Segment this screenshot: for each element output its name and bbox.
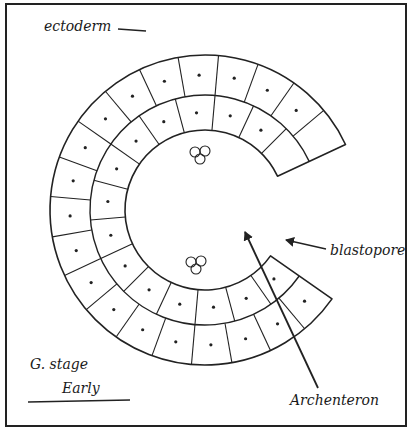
cell-wall [52, 230, 91, 237]
cell-nucleus [115, 167, 118, 170]
underline [28, 400, 130, 402]
cell-nucleus [69, 214, 72, 217]
cell-wall [175, 99, 184, 133]
cell-nucleus [124, 264, 127, 267]
cell-nucleus [209, 343, 212, 346]
layer-label: ectoderm [44, 18, 111, 35]
cell-wall [86, 284, 117, 310]
cell-nucleus [163, 80, 166, 83]
cell-nucleus [72, 179, 75, 182]
cell-nucleus [84, 146, 87, 149]
cell-nucleus [303, 300, 306, 303]
cell-wall [262, 129, 287, 154]
cell-wall [94, 180, 128, 189]
cell-nucleus [198, 74, 201, 77]
cell-wall [51, 196, 91, 199]
cell-nucleus [259, 129, 262, 132]
cell-wall [105, 91, 131, 122]
cell-nucleus [112, 308, 115, 311]
cell-wall [156, 283, 171, 315]
cell-nucleus [266, 89, 269, 92]
cell-nucleus [162, 120, 165, 123]
cell-cluster [190, 147, 200, 157]
cell-nucleus [131, 95, 134, 98]
cell-nucleus [244, 337, 247, 340]
cell-wall [111, 144, 140, 164]
cell-nucleus [147, 288, 150, 291]
part-label: blastopore [330, 242, 405, 259]
cell-nucleus [212, 306, 215, 309]
cell-nucleus [174, 340, 177, 343]
cell-wall [139, 70, 156, 106]
cell-wall [65, 259, 101, 276]
cell-wall [90, 217, 125, 220]
part-label: Archenteron [290, 392, 379, 409]
cell-wall [191, 325, 194, 365]
cell-wall [215, 56, 218, 96]
cell-wall [59, 157, 97, 171]
cell-nucleus [178, 303, 181, 306]
cell-nucleus [195, 111, 198, 114]
stage-label: G. stage [30, 356, 88, 373]
cell-nucleus [233, 77, 236, 80]
cell-nucleus [295, 109, 298, 112]
cell-nucleus [104, 117, 107, 120]
cell-cluster [191, 264, 201, 274]
cell-cluster [186, 257, 196, 267]
cell-nucleus [141, 328, 144, 331]
cell-nucleus [109, 234, 112, 237]
cell-wall [293, 110, 324, 136]
cell-cluster [195, 154, 205, 164]
cell-wall [244, 64, 258, 102]
stage-label: Early [62, 380, 100, 397]
cell-wall [212, 95, 215, 130]
frame-border [6, 4, 406, 426]
cell-wall [271, 83, 294, 116]
cell-wall [178, 57, 185, 96]
cell-nucleus [245, 297, 248, 300]
archenteron-arrow [245, 232, 318, 388]
ectoderm-leader [118, 29, 146, 31]
cell-wall [226, 287, 235, 321]
cell-wall [116, 304, 139, 337]
cell-wall [124, 267, 149, 292]
cell-wall [152, 318, 166, 356]
cell-nucleus [276, 322, 279, 325]
cell-wall [78, 121, 111, 144]
cell-wall [254, 314, 271, 350]
cell-nucleus [134, 139, 137, 142]
cell-nucleus [90, 281, 93, 284]
cell-nucleus [229, 114, 232, 117]
cell-wall [195, 290, 198, 325]
cell-wall [225, 323, 232, 362]
cell-nucleus [106, 200, 109, 203]
blastopore-leader [286, 240, 326, 249]
cell-nucleus [272, 277, 275, 280]
cell-wall [139, 116, 159, 145]
gastrula-wall [50, 55, 345, 365]
cell-wall [239, 106, 254, 138]
cell-wall [101, 244, 133, 259]
cell-nucleus [75, 249, 78, 252]
germ-layer-boundary [90, 95, 309, 325]
